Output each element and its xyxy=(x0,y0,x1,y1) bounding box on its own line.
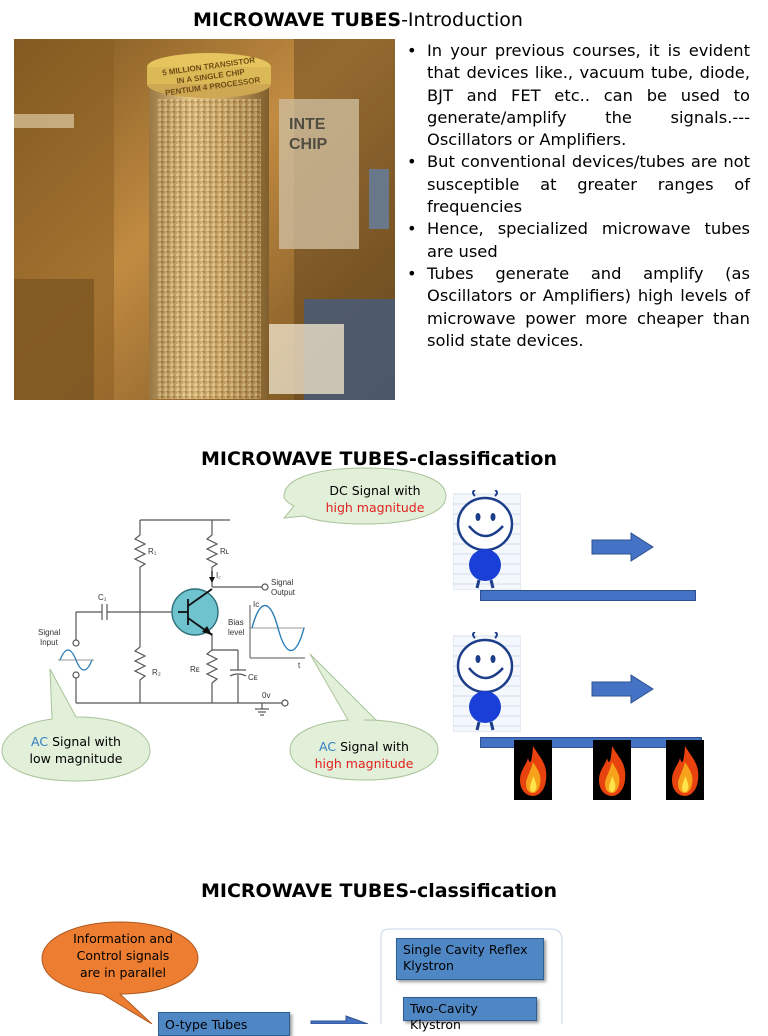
dc-signal-callout xyxy=(282,467,447,525)
signal-input-label-2: Input xyxy=(40,638,59,647)
slide2-title: MICROWAVE TUBES-classification xyxy=(201,448,558,470)
ac-high-prefix: AC xyxy=(319,739,337,754)
ac-high-line1: AC Signal with xyxy=(296,738,432,755)
bullet-item: • Tubes generate and amplify (as Oscillat… xyxy=(405,263,750,352)
dc-callout-line2: high magnitude xyxy=(325,500,425,515)
slide1-title-rest: -Introduction xyxy=(401,9,523,31)
two-cavity-klystron-box: Two-Cavity Klystron xyxy=(403,997,537,1032)
cartoon-figure-top xyxy=(453,490,521,590)
bullet-item: • Hence, specialized microwave tubes are … xyxy=(405,218,750,263)
right-arrow-icon xyxy=(591,532,654,562)
right-arrow-icon xyxy=(310,1015,369,1024)
two-cavity-box-label: Two-Cavity Klystron xyxy=(410,1001,478,1032)
signal-output-label-1: Signal xyxy=(271,578,293,587)
info-callout-line3: are in parallel xyxy=(79,965,167,980)
platform-bar-top xyxy=(480,590,696,601)
ac-low-line1: AC Signal with xyxy=(8,733,144,750)
slide1-title-bold: MICROWAVE TUBES xyxy=(193,9,402,31)
signal-output-label-2: Output xyxy=(271,588,296,597)
bullet-glyph: • xyxy=(407,219,417,239)
dc-signal-callout-text: DC Signal with high magnitude xyxy=(310,482,440,516)
bullet-glyph: • xyxy=(407,152,417,172)
ic-graph-label: Iᴄ xyxy=(253,600,259,609)
ac-low-line1-rest: Signal with xyxy=(48,734,121,749)
bias-label-1: Bias xyxy=(228,618,244,627)
re-label: Rᴇ xyxy=(190,665,200,674)
group-bracket xyxy=(380,928,563,1024)
reflex-box-line2: Klystron xyxy=(403,958,454,973)
ac-low-callout xyxy=(1,668,151,782)
bullet-item: • In your previous courses, it is evident… xyxy=(405,40,750,151)
bullet-text: But conventional devices/tubes are not s… xyxy=(427,152,750,217)
dc-callout-line1: DC Signal with xyxy=(329,483,421,498)
r2-label: R₂ xyxy=(152,668,161,677)
ac-high-callout xyxy=(289,653,439,781)
slide1-bullet-list: • In your previous courses, it is evident… xyxy=(405,40,750,352)
info-control-callout xyxy=(41,921,199,1024)
zero-v-label: 0v xyxy=(262,691,270,700)
bias-label-2: level xyxy=(228,628,245,637)
r1-label: R₁ xyxy=(148,547,157,556)
bullet-glyph: • xyxy=(407,41,417,60)
right-arrow-icon xyxy=(591,674,654,704)
info-control-callout-text: Information and Control signals are in p… xyxy=(58,930,188,981)
ac-low-line2: low magnitude xyxy=(29,751,123,766)
fire-icon xyxy=(666,740,704,800)
bullet-text: Tubes generate and amplify (as Oscillato… xyxy=(427,263,750,350)
rl-label: Rʟ xyxy=(220,547,229,556)
info-callout-line1: Information and xyxy=(73,931,173,946)
signal-input-label-1: Signal xyxy=(38,628,60,637)
bullet-item: • But conventional devices/tubes are not … xyxy=(405,151,750,218)
info-callout-line2: Control signals xyxy=(76,948,170,963)
photo-wall-text-2: CHIP xyxy=(289,136,328,153)
photo-wall-text-1: INTE xyxy=(289,116,326,133)
fire-icon xyxy=(593,740,631,800)
ic-top-label: I꜀ xyxy=(216,571,221,580)
o-type-tubes-box: O-type Tubes xyxy=(158,1012,290,1036)
slide3-title: MICROWAVE TUBES-classification xyxy=(201,880,558,902)
fire-icon xyxy=(514,740,552,800)
c1-label: C₁ xyxy=(98,593,107,602)
ac-high-line2: high magnitude xyxy=(314,756,414,771)
cartoon-figure-bottom xyxy=(453,632,521,732)
bjt-amplifier-circuit: R₁ Rʟ I꜀ C₁ Signal Input Signal Output I… xyxy=(38,519,305,716)
ac-high-callout-text: AC Signal with high magnitude xyxy=(296,738,432,772)
single-cavity-reflex-klystron-box: Single Cavity Reflex Klystron xyxy=(396,938,544,980)
ac-high-line1-rest: Signal with xyxy=(336,739,409,754)
pentium-processor-photo: 5 MILLION TRANSISTOR IN A SINGLE CHIP PE… xyxy=(14,39,395,400)
o-type-box-label: O-type Tubes xyxy=(165,1017,248,1032)
slide1-title: MICROWAVE TUBES-Introduction xyxy=(193,9,523,31)
reflex-box-line1: Single Cavity Reflex xyxy=(403,942,528,957)
bullet-text: Hence, specialized microwave tubes are u… xyxy=(427,219,750,261)
bullet-text: In your previous courses, it is evident … xyxy=(427,41,750,150)
ce-label: Cᴇ xyxy=(248,673,258,682)
t-label: t xyxy=(298,661,301,670)
ac-low-prefix: AC xyxy=(31,734,49,749)
ac-low-callout-text: AC Signal with low magnitude xyxy=(8,733,144,767)
bullet-glyph: • xyxy=(407,263,417,283)
